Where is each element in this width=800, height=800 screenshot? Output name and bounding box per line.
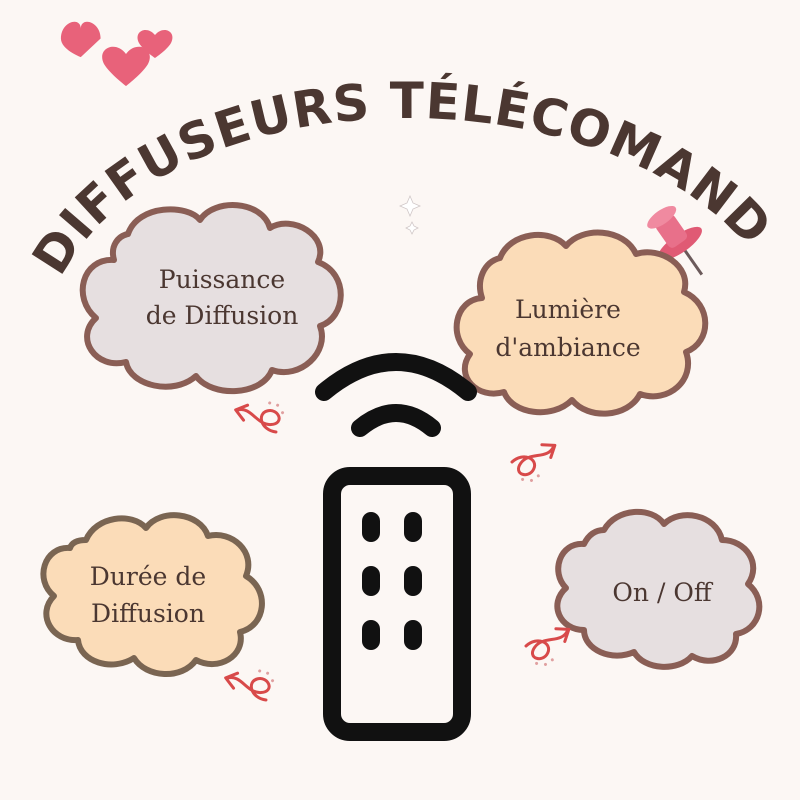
remote-button xyxy=(362,620,380,650)
cloud-label-line2: d'ambiance xyxy=(495,333,640,362)
heart-icon-large xyxy=(102,46,150,86)
wifi-signal-icon xyxy=(315,353,477,437)
cloud-label-line2: de Diffusion xyxy=(146,301,299,330)
cloud-label-line1: Durée de xyxy=(90,562,206,591)
cloud-label-line1: Puissance xyxy=(159,265,285,294)
cloud-lumiere-d-ambiance: Lumière d'ambiance xyxy=(453,229,709,417)
cloud-label: On / Off xyxy=(612,578,713,607)
cloud-label-line1: Lumière xyxy=(515,295,621,324)
curly-arrow-icon xyxy=(508,439,566,488)
remote-button xyxy=(404,512,422,542)
cloud-duree-de-diffusion: Durée de Diffusion xyxy=(40,512,265,677)
curly-arrow-icon xyxy=(221,653,281,707)
remote-control-icon xyxy=(323,467,471,741)
cloud-label-line2: Diffusion xyxy=(91,599,205,628)
remote-button xyxy=(404,566,422,596)
heart-icon-small xyxy=(137,29,173,58)
cloud-puissance-de-diffusion: Puissance de Diffusion xyxy=(79,202,344,395)
remote-button xyxy=(362,566,380,596)
sparkle-icon xyxy=(398,194,422,235)
curly-arrow-icon xyxy=(231,385,291,439)
pushpin-icon xyxy=(647,205,704,276)
heart-icon-large xyxy=(60,21,101,58)
remote-button xyxy=(362,512,380,542)
curly-arrow-icon xyxy=(522,623,580,672)
remote-button xyxy=(404,620,422,650)
cloud-on-off: On / Off xyxy=(554,509,763,670)
